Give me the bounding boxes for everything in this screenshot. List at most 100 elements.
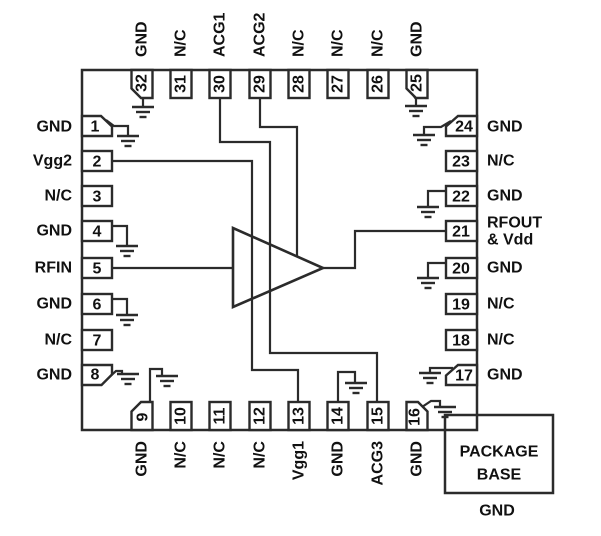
- pin-8-number: 8: [91, 367, 100, 384]
- pin-15-number: 15: [370, 407, 387, 425]
- pin-9-label: GND: [134, 441, 151, 477]
- pin-6: 6 GND: [36, 292, 114, 316]
- pin-14-label: GND: [330, 441, 347, 477]
- pin-25-box: [405, 68, 429, 100]
- pin-19-label: N/C: [487, 296, 515, 313]
- pin-2-number: 2: [93, 154, 102, 171]
- pin-28-label: N/C: [291, 29, 308, 57]
- pin-18: 18 N/C: [444, 328, 515, 352]
- pin-16-label: GND: [409, 441, 426, 477]
- pin-23-number: 23: [452, 154, 470, 171]
- pin-18-label: N/C: [487, 332, 515, 349]
- pin-26-label: N/C: [370, 29, 387, 57]
- pin-2-label: Vgg2: [33, 153, 72, 170]
- pin-15-box: [366, 400, 390, 432]
- pin-15-label: ACG3: [370, 441, 387, 486]
- ground-icon-pin9: [154, 374, 180, 388]
- bottom-pins: 9 GND 10 N/C 11 N/C 12 N/C 13 Vgg1 14 GN…: [130, 400, 429, 486]
- trace-acg2-pin29: [258, 98, 299, 256]
- pin-5: 5 RFIN: [35, 256, 114, 280]
- pin-28: 28 N/C: [287, 29, 311, 100]
- package-base: PACKAGE BASE GND: [443, 413, 555, 520]
- pin-17-label: GND: [487, 367, 523, 384]
- pin-9-number: 9: [135, 412, 152, 421]
- pin-4-box: [80, 219, 114, 243]
- pin-22-number: 22: [452, 189, 470, 206]
- pin-1-number: 1: [91, 119, 100, 136]
- pin-13-box: [287, 400, 311, 432]
- pin-17: 17 GND: [444, 363, 523, 387]
- pin-27-number: 27: [330, 75, 347, 93]
- pin-18-box: [444, 328, 479, 352]
- pin-26-box: [366, 68, 390, 100]
- pin-24-box: [444, 114, 479, 138]
- pin-5-number: 5: [93, 261, 102, 278]
- trace-acg1-pin30-pin15: [218, 98, 379, 402]
- pin-23-box: [444, 149, 479, 173]
- left-pins: 1 GND 2 Vgg2 3 N/C 4 GND 5 RFIN 6 GND: [33, 114, 114, 387]
- ground-stem-pin9: [148, 367, 164, 402]
- pin-8-box: [80, 363, 114, 387]
- pin-25-number: 25: [409, 74, 426, 92]
- pin-31-box: [169, 68, 193, 100]
- pin-31-label: N/C: [173, 29, 190, 57]
- pin-25: 25 GND: [405, 21, 429, 100]
- pin-2: 2 Vgg2: [33, 149, 114, 173]
- pin-20-box: [444, 256, 479, 280]
- pin-29-label: ACG2: [252, 12, 269, 57]
- pin-27: 27 N/C: [326, 29, 350, 100]
- pin-18-number: 18: [452, 333, 470, 350]
- pin-10: 10 N/C: [169, 400, 193, 469]
- pin-28-box: [287, 68, 311, 100]
- pin-26: 26 N/C: [366, 29, 390, 100]
- pin-21-box: [444, 219, 479, 243]
- ground-stem-pin14: [336, 370, 357, 402]
- pin-24-number: 24: [455, 119, 473, 136]
- pin-24: 24 GND: [444, 114, 523, 138]
- pin-20-label: GND: [487, 260, 523, 277]
- ground-stem-pin24: [422, 120, 452, 135]
- pin-15: 15 ACG3: [366, 400, 390, 486]
- pin-32: 32 GND: [130, 21, 154, 100]
- pin-9-box: [130, 400, 154, 432]
- pin-13-label: Vgg1: [291, 441, 308, 480]
- right-pins: 24 GND 23 N/C 22 GND 21 RFOUT & Vdd 20 G…: [444, 114, 542, 387]
- ground-stem-pin22: [426, 189, 446, 207]
- pin-19-number: 19: [452, 297, 470, 314]
- pin-2-box: [80, 149, 114, 173]
- ground-icon-pin22: [415, 205, 441, 219]
- pin-21: 21 RFOUT & Vdd: [444, 215, 542, 249]
- ground-icon-pin4: [114, 244, 140, 258]
- pin-17-box: [444, 363, 479, 387]
- pin-7-box: [80, 328, 114, 352]
- pin-27-box: [326, 68, 350, 100]
- pin-12-number: 12: [252, 407, 269, 425]
- pin-9: 9 GND: [130, 400, 154, 477]
- pin-10-box: [169, 400, 193, 432]
- trace-rfout-vdd: [323, 229, 446, 270]
- ground-symbols: [105, 91, 458, 419]
- pin-29: 29 ACG2: [248, 12, 272, 100]
- pin-11-label: N/C: [212, 441, 229, 469]
- pin-24-label: GND: [487, 119, 523, 136]
- chip-body-outline: [80, 68, 479, 432]
- pin-7: 7 N/C: [44, 328, 114, 352]
- pin-21-label-line1: RFOUT: [487, 215, 542, 232]
- top-pins: 32 GND 31 N/C 30 ACG1 29 ACG2 28 N/C 27 …: [130, 12, 429, 100]
- ground-icon-pin14: [343, 381, 369, 395]
- pin-21-label-line2: & Vdd: [487, 232, 533, 249]
- package-base-title-line1: PACKAGE: [460, 444, 539, 461]
- pin-23-label: N/C: [487, 153, 515, 170]
- pin-32-box: [130, 68, 154, 100]
- pin-13-number: 13: [291, 407, 308, 425]
- pin-32-label: GND: [134, 21, 151, 57]
- ground-icon-pin8: [115, 372, 141, 386]
- amplifier-triangle: [231, 225, 327, 309]
- pin-4: 4 GND: [36, 219, 114, 243]
- ground-icon-pin20: [415, 276, 441, 290]
- pin-26-number: 26: [370, 75, 387, 93]
- pin-7-number: 7: [93, 333, 102, 350]
- pin-3-number: 3: [93, 189, 102, 206]
